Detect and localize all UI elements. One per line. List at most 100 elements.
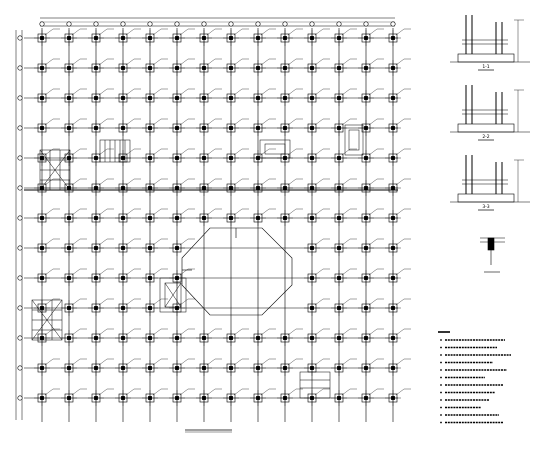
column-footing (358, 88, 384, 106)
column-footing (115, 118, 141, 136)
footing-leader (368, 58, 378, 66)
column-footing (331, 178, 357, 196)
column-footing (115, 268, 141, 286)
footing-leader (44, 28, 54, 36)
footing-leader (260, 118, 270, 126)
footing-leader (125, 208, 135, 216)
footing-leader (233, 118, 243, 126)
footing-leader (152, 88, 162, 96)
column-footing (358, 148, 384, 166)
column-footing (115, 358, 141, 376)
footing-leader (71, 148, 81, 156)
column-footing (223, 388, 249, 406)
column-footing (331, 238, 357, 256)
footing-leader (71, 268, 81, 276)
footing-leader (395, 298, 405, 306)
footing-leader (314, 58, 324, 66)
footing-leader (368, 298, 378, 306)
footing-leader (368, 388, 378, 396)
column-footing (61, 268, 87, 286)
footing-leader (71, 58, 81, 66)
column-footing (142, 238, 168, 256)
footing-leader (341, 298, 351, 306)
axis-bubble (39, 21, 45, 27)
footing-leader (152, 178, 162, 186)
footing-leader (368, 268, 378, 276)
footing-leader (44, 358, 54, 366)
column-footing (277, 88, 303, 106)
footing-leader (44, 118, 54, 126)
column-footing (304, 28, 330, 46)
footing-leader (152, 328, 162, 336)
note-bullet (440, 384, 442, 386)
footing-leader (44, 388, 54, 396)
column-footing (115, 28, 141, 46)
footing-leader (71, 238, 81, 246)
footing-leader (314, 28, 324, 36)
note-bullet (440, 354, 442, 356)
column-footing (115, 388, 141, 406)
axis-bubble (363, 21, 369, 27)
footing-leader (314, 118, 324, 126)
footing-leader (71, 358, 81, 366)
footing-leader (98, 28, 108, 36)
footing-leader (125, 28, 135, 36)
section-details: 1-12-23-3 (450, 15, 530, 211)
column-footing (250, 328, 276, 346)
column-footing (385, 148, 411, 166)
column-footing (88, 178, 114, 196)
footing-leader (395, 358, 405, 366)
column-footing (196, 88, 222, 106)
footing-leader (125, 58, 135, 66)
note-bullet (440, 406, 442, 409)
column-footing (277, 58, 303, 76)
column-footing (61, 298, 87, 316)
footing-leader (71, 298, 81, 306)
footing-leader (125, 358, 135, 366)
column-footing (142, 358, 168, 376)
footing-leader (287, 358, 297, 366)
note-bullet (440, 376, 442, 379)
footing-leader (314, 208, 324, 216)
column-footing (142, 178, 168, 196)
footing-leader (71, 28, 81, 36)
axis-bubble (255, 21, 261, 27)
footing-leader (125, 118, 135, 126)
column-footing (277, 388, 303, 406)
footing-leader (368, 148, 378, 156)
column-footing (385, 298, 411, 316)
column-footing (88, 58, 114, 76)
column-footing (223, 358, 249, 376)
column-footing (142, 268, 168, 286)
axis-bubble (17, 395, 23, 401)
column-footing (304, 178, 330, 196)
footing-leader (233, 148, 243, 156)
axis-bubble (309, 21, 315, 27)
axis-bubble (228, 21, 234, 27)
column-footing (358, 268, 384, 286)
note-bullet (440, 391, 442, 394)
footing-leader (395, 328, 405, 336)
column-footing (169, 178, 195, 196)
footing-leader (71, 178, 81, 186)
column-footing (358, 328, 384, 346)
footing-section (457, 123, 515, 133)
footing-leader (233, 28, 243, 36)
footing-leader (206, 148, 216, 156)
column-footing (331, 358, 357, 376)
footing-leader (260, 208, 270, 216)
footing-leader (395, 268, 405, 276)
column-footing (385, 358, 411, 376)
column-footing (34, 88, 60, 106)
footing-leader (341, 388, 351, 396)
footing-leader (179, 358, 189, 366)
column-footing (169, 208, 195, 226)
column-footing (358, 118, 384, 136)
footing-leader (71, 328, 81, 336)
footing-leader (179, 388, 189, 396)
footing-leader (206, 118, 216, 126)
footing-leader (125, 178, 135, 186)
column-footing (169, 238, 195, 256)
column-footing (88, 238, 114, 256)
column-footing (196, 328, 222, 346)
